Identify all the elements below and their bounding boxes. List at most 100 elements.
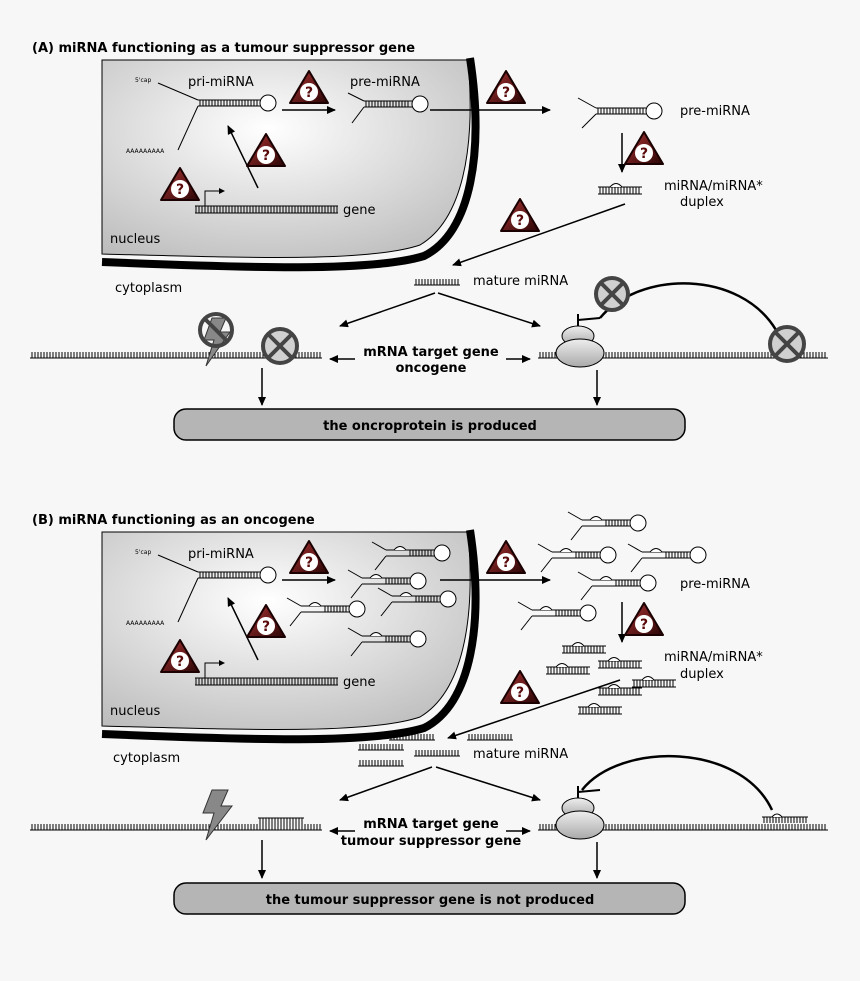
panel-b-pre-mirna-nuclear-1 (371, 541, 451, 571)
panel-a-result-text: the oncroprotein is produced (323, 419, 537, 434)
panel-b-warning-icon-5: ? (624, 602, 664, 636)
panel-a-block-icon-mrna (261, 327, 299, 365)
panel-b-pre-mirna-cyto-label: pre-miRNA (680, 577, 750, 592)
panel-a-target-label-2: oncogene (395, 361, 466, 376)
panel-a-warning-icon-4: ? (160, 167, 200, 201)
panel-a-transcription-arrow (227, 125, 259, 189)
panel-a-ribosome (555, 314, 605, 368)
panel-b-pre-mirna-nuclear-4 (286, 597, 366, 627)
panel-b-pri-mirna-label: pri-miRNA (188, 547, 254, 562)
panel-a-cleavage-arrow (339, 292, 436, 328)
panel-b-duplex-6 (578, 703, 622, 715)
panel-b-mature-mirna-5 (358, 760, 404, 767)
svg-text:?: ? (516, 685, 524, 701)
panel-b-target-label-2: tumour suppressor gene (341, 834, 522, 849)
panel-b-inhibition-curve (581, 754, 774, 811)
panel-a-mature-label: mature miRNA (473, 274, 568, 289)
panel-b-warning-icon-1: ? (289, 540, 329, 574)
panel-b-nuclear-envelope (101, 529, 480, 744)
panel-b-pre-mirna-cyto-3 (627, 543, 707, 573)
panel-b-mature-mirna-1 (389, 734, 435, 741)
panel-a-block-icon-right (768, 325, 806, 363)
panel-a-pre-mirna-cyto-label: pre-miRNA (680, 104, 750, 119)
panel-a-duplex-label-2: duplex (680, 195, 724, 210)
panel-b-poly-a: AAAAAAAAA (126, 620, 165, 627)
panel-a-target-label-1: mRNA target gene (363, 345, 499, 360)
panel-a-pri-mirna (157, 82, 277, 151)
svg-text:?: ? (262, 619, 270, 635)
panel-b-pre-mirna-nuclear-2 (347, 569, 427, 599)
panel-b-duplex-label-1: miRNA/miRNA* (664, 650, 763, 665)
panel-a-risc-arrow (452, 203, 626, 267)
panel-b-nucleus-label: nucleus (110, 704, 160, 719)
svg-text:?: ? (262, 148, 270, 164)
panel-b-warning-icon-6: ? (500, 670, 540, 704)
panel-a-duplex (598, 183, 642, 195)
panel-b-duplex-5 (598, 684, 642, 696)
panel-a: (A) miRNA functioning as a tumour suppre… (30, 41, 828, 441)
panel-b-title: (B) miRNA functioning as an oncogene (32, 513, 315, 528)
panel-a-five-cap: 5'cap (135, 77, 151, 84)
panel-b-duplex-2 (598, 657, 642, 669)
panel-b-mature-mirna-4 (414, 750, 460, 757)
panel-b-repression-arrow (435, 766, 541, 802)
panel-a-gene-label: gene (343, 203, 376, 218)
svg-text:?: ? (305, 85, 313, 101)
panel-b-five-cap: 5'cap (135, 549, 151, 556)
panel-b-nucleus (101, 531, 471, 730)
panel-b-duplex-4 (632, 676, 676, 688)
panel-b-mature-label: mature miRNA (473, 747, 568, 762)
panel-a-mature-mirna (414, 279, 460, 286)
panel-b-warning-icon-2: ? (486, 540, 526, 574)
svg-text:?: ? (176, 182, 184, 198)
panel-a-block-icon-top (594, 276, 630, 312)
panel-b-pri-mirna (157, 554, 277, 623)
panel-b-target-label-1: mRNA target gene (363, 817, 499, 832)
panel-a-title: (A) miRNA functioning as a tumour suppre… (32, 41, 415, 56)
panel-a-lightning-blocked-icon (198, 312, 234, 367)
panel-b-result-box (173, 882, 686, 915)
panel-a-pre-mirna-nuclear (347, 92, 429, 124)
panel-b-pre-mirna-nuclear-3 (377, 587, 457, 617)
panel-a-pri-mirna-label: pri-miRNA (188, 75, 254, 90)
panel-a-warning-icon-3: ? (246, 133, 286, 167)
panel-a-warning-icon-5: ? (624, 131, 664, 165)
panel-a-pre-mirna-cyto (577, 97, 663, 129)
panel-b-pre-mirna-cyto-1 (567, 511, 647, 541)
panel-b-mature-mirna-3 (358, 744, 404, 751)
svg-text:?: ? (502, 85, 510, 101)
panel-a-warning-icon-1: ? (289, 70, 329, 104)
panel-a-warning-icon-2: ? (486, 70, 526, 104)
panel-b: (B) miRNA functioning as an oncogene nuc… (30, 511, 828, 915)
panel-b-pre-mirna-cyto-4 (577, 571, 657, 601)
svg-text:?: ? (640, 617, 648, 633)
panel-b-lightning-icon (202, 789, 234, 841)
svg-text:?: ? (502, 555, 510, 571)
panel-b-result-text: the tumour suppressor gene is not produc… (266, 893, 595, 908)
panel-b-transcription-arrow (227, 597, 259, 661)
panel-a-warning-icon-6: ? (500, 198, 540, 232)
svg-text:?: ? (516, 213, 524, 229)
panel-b-pre-mirna-cyto-5 (517, 601, 597, 631)
panel-a-duplex-label-1: miRNA/miRNA* (664, 179, 763, 194)
panel-a-nucleus-label: nucleus (110, 232, 160, 247)
panel-b-cleavage-arrow (339, 766, 433, 802)
svg-text:?: ? (176, 654, 184, 670)
panel-a-nucleus (101, 59, 471, 258)
panel-a-cytoplasm-label: cytoplasm (115, 281, 182, 296)
panel-b-cytoplasm-label: cytoplasm (113, 751, 180, 766)
panel-b-pre-mirna-cyto-2 (537, 543, 617, 573)
panel-a-pre-mirna-nuclear-label: pre-miRNA (350, 75, 420, 90)
panel-b-duplex-label-2: duplex (680, 667, 724, 682)
panel-b-gene-label: gene (343, 675, 376, 690)
panel-b-warning-icon-4: ? (160, 639, 200, 673)
panel-b-duplex-3 (546, 663, 590, 675)
panel-b-gene (195, 660, 338, 686)
panel-a-repression-arrow (437, 292, 541, 328)
panel-b-duplex-1 (562, 642, 606, 654)
panel-a-gene (195, 188, 338, 214)
panel-b-ribosome (555, 786, 605, 840)
panel-b-pre-mirna-nuclear-5 (347, 627, 427, 657)
svg-text:?: ? (305, 555, 313, 571)
